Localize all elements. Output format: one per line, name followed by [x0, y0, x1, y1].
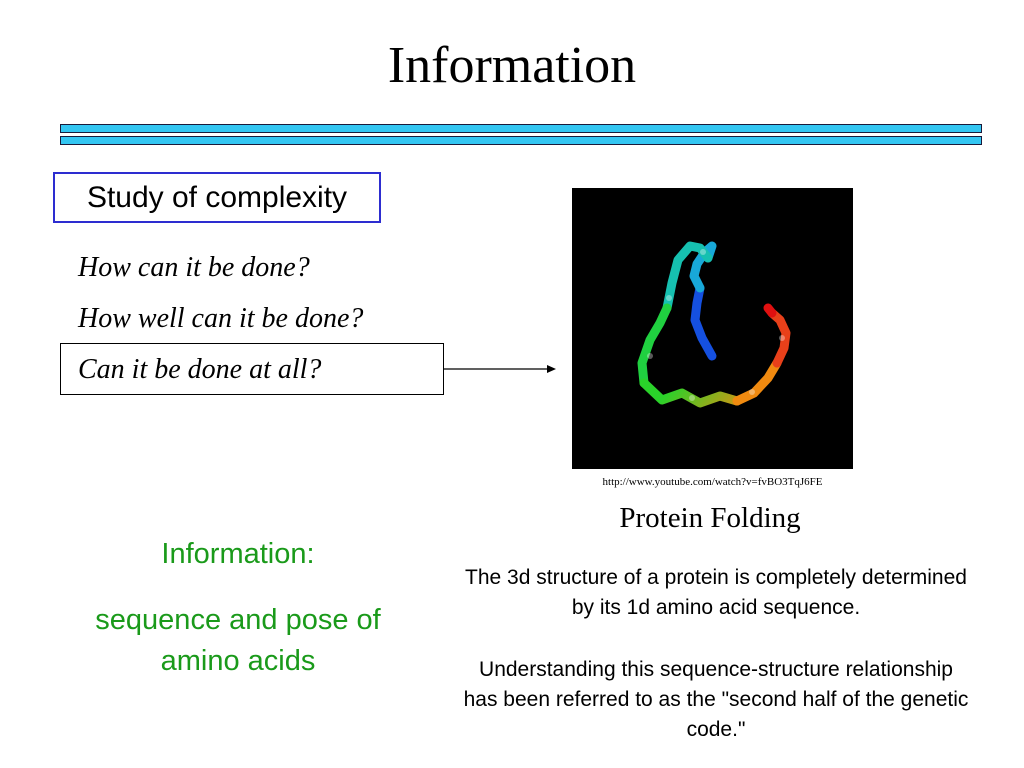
information-description: sequence and pose of amino acids	[95, 604, 381, 677]
image-source-url[interactable]: http://www.youtube.com/watch?v=fvBO3TqJ6…	[602, 476, 823, 488]
title-divider-top	[60, 124, 982, 133]
question-at-all: Can it be done at all?	[78, 354, 322, 385]
slide-title: Information	[387, 37, 637, 94]
question-how: How can it be done?	[78, 252, 310, 283]
question-how-well: How well can it be done?	[78, 303, 364, 334]
protein-structure-paragraph: The 3d structure of a protein is complet…	[465, 566, 967, 619]
information-label: Information:	[161, 538, 315, 570]
protein-folding-image	[572, 188, 853, 469]
study-of-complexity-box: Study of complexity	[53, 172, 381, 223]
arrow-icon	[443, 365, 556, 373]
title-divider-bottom	[60, 136, 982, 145]
image-caption: Protein Folding	[619, 502, 801, 534]
genetic-code-paragraph: Understanding this sequence-structure re…	[463, 658, 969, 741]
